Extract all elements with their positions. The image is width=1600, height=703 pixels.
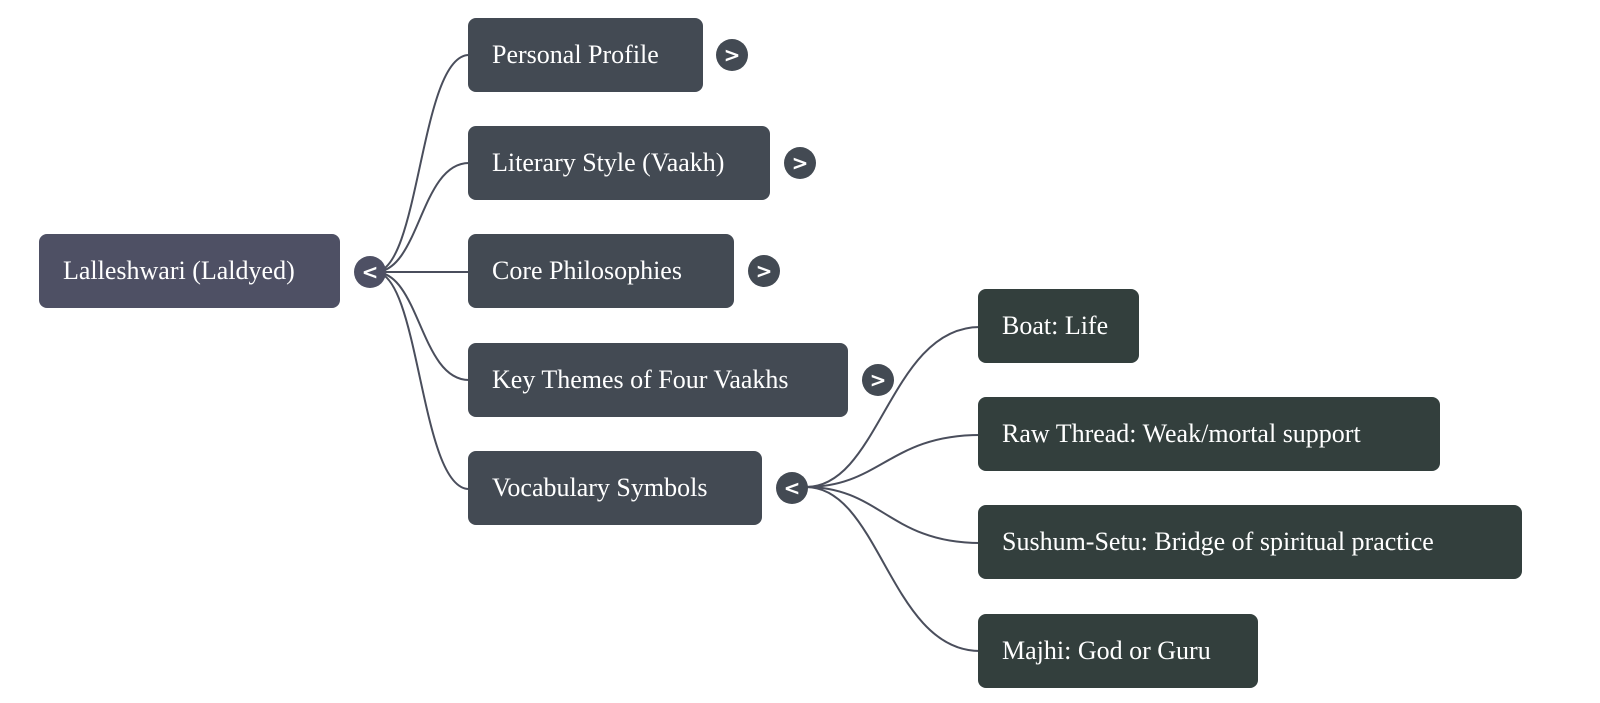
link-vocab-boat (805, 326, 981, 488)
link-vocab-sushum-setu (805, 486, 981, 544)
link-root-key-themes (374, 271, 470, 381)
chevron-right-icon: > (755, 259, 773, 283)
leaf-boat[interactable]: Boat: Life (978, 289, 1139, 363)
expand-toggle-personal-profile[interactable]: > (716, 39, 748, 71)
link-vocab-majhi (805, 486, 981, 652)
leaf-label: Sushum-Setu: Bridge of spiritual practic… (1002, 527, 1434, 556)
branch-label: Vocabulary Symbols (492, 473, 708, 502)
branch-label: Key Themes of Four Vaakhs (492, 365, 789, 394)
branch-vocabulary-symbols[interactable]: Vocabulary Symbols (468, 451, 762, 525)
chevron-right-icon: > (723, 43, 741, 67)
branch-label: Literary Style (Vaakh) (492, 148, 725, 177)
leaf-label: Majhi: God or Guru (1002, 636, 1211, 665)
branch-core-philosophies[interactable]: Core Philosophies (468, 234, 734, 308)
chevron-left-icon: < (783, 476, 801, 500)
leaf-majhi[interactable]: Majhi: God or Guru (978, 614, 1258, 688)
branch-personal-profile[interactable]: Personal Profile (468, 18, 703, 92)
link-vocab-raw-thread (805, 434, 981, 488)
expand-toggle-literary-style[interactable]: > (784, 147, 816, 179)
link-root-literary-style (374, 162, 470, 273)
leaf-label: Raw Thread: Weak/mortal support (1002, 419, 1361, 448)
leaf-label: Boat: Life (1002, 311, 1109, 340)
chevron-left-icon: < (361, 260, 379, 284)
branch-literary-style[interactable]: Literary Style (Vaakh) (468, 126, 770, 200)
link-root-vocabulary (374, 271, 470, 490)
leaf-sushum-setu[interactable]: Sushum-Setu: Bridge of spiritual practic… (978, 505, 1522, 579)
expand-toggle-key-themes[interactable]: > (862, 364, 894, 396)
branch-key-themes[interactable]: Key Themes of Four Vaakhs (468, 343, 848, 417)
branch-label: Personal Profile (492, 40, 659, 69)
leaf-raw-thread[interactable]: Raw Thread: Weak/mortal support (978, 397, 1440, 471)
expand-toggle-core-philosophies[interactable]: > (748, 255, 780, 287)
collapse-toggle-root[interactable]: < (354, 256, 386, 288)
root-node[interactable]: Lalleshwari (Laldyed) (39, 234, 340, 308)
root-node-label: Lalleshwari (Laldyed) (63, 256, 295, 285)
collapse-toggle-vocabulary-symbols[interactable]: < (776, 472, 808, 504)
branch-label: Core Philosophies (492, 256, 682, 285)
chevron-right-icon: > (869, 368, 887, 392)
chevron-right-icon: > (791, 151, 809, 175)
link-root-personal-profile (374, 54, 470, 273)
